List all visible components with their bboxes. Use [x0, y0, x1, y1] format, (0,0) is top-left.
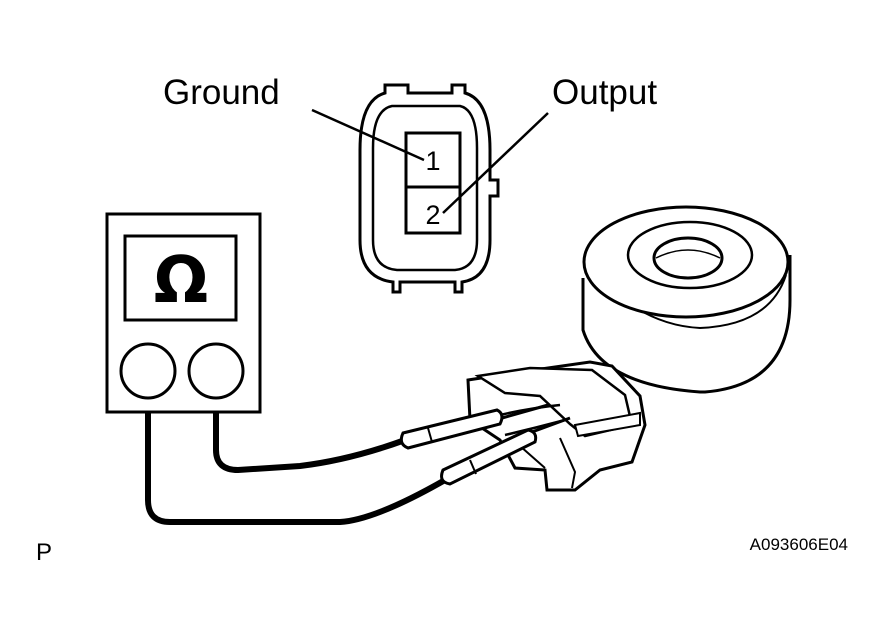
- connector-inner-rim: [371, 104, 479, 272]
- corner-letter: P: [36, 539, 52, 566]
- pin-1-label: 1: [425, 146, 440, 176]
- sensor-center-bore: [652, 236, 724, 280]
- ohmmeter-display: [123, 234, 238, 322]
- sensor-connector-front-view: 1 2: [358, 83, 500, 294]
- harness-connector-shade: [519, 437, 577, 489]
- figure-code: A093606E04: [750, 535, 848, 554]
- ohm-symbol: Ω: [154, 244, 208, 318]
- probe-lower: [440, 416, 571, 486]
- probe-upper: [399, 403, 549, 450]
- sensor-bore-shade: [655, 249, 721, 259]
- probe-lower-tip: [531, 416, 571, 434]
- harness-connector-lock: [573, 411, 641, 438]
- probe-upper-handle: [399, 408, 504, 450]
- probe-upper-ring: [427, 427, 433, 443]
- connector-pin-block: [404, 131, 462, 235]
- probe-lower-ring: [469, 459, 477, 475]
- ground-leader-line: [311, 108, 425, 162]
- ground-label: Ground: [163, 73, 280, 112]
- output-leader-line: [442, 112, 549, 214]
- ohmmeter: Ω: [105, 212, 262, 414]
- probe-upper-tip: [494, 403, 549, 422]
- output-label: Output: [552, 73, 657, 112]
- test-lead-lower: [145, 412, 447, 525]
- meter-terminal-left: [119, 342, 177, 400]
- test-lead-upper: [213, 412, 407, 473]
- probe-lower-handle: [440, 428, 538, 486]
- meter-terminal-right: [187, 342, 245, 400]
- pin-2-label: 2: [425, 200, 440, 230]
- knock-sensor: [581, 205, 792, 394]
- sensor-harness-connector: [466, 360, 647, 492]
